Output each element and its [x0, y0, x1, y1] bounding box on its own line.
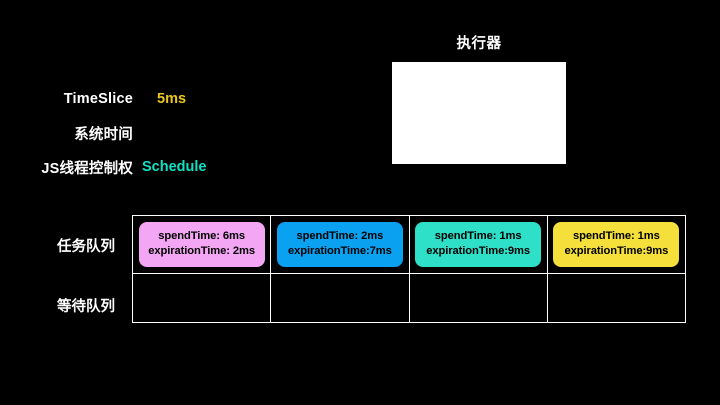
task-card-expiration-time: expirationTime:9ms	[564, 245, 669, 257]
queue-label-waiting: 等待队列	[57, 299, 115, 315]
task-card-spend-time: spendTime: 1ms	[434, 230, 522, 242]
status-row-system-time: 系统时间	[0, 116, 400, 150]
task-card[interactable]: spendTime: 1ms expirationTime:9ms	[415, 222, 542, 267]
task-card-spend-time: spendTime: 6ms	[158, 230, 245, 242]
waiting-queue-cell[interactable]	[271, 274, 410, 322]
waiting-queue-row	[133, 273, 685, 322]
task-queue-cell[interactable]: spendTime: 1ms expirationTime:9ms	[410, 216, 548, 273]
status-value-js-thread-control: Schedule	[142, 159, 207, 175]
executor-panel: 执行器	[392, 32, 566, 164]
status-readout-list: TimeSlice 5ms 系统时间 JS线程控制权 Schedule	[0, 82, 400, 184]
task-card[interactable]: spendTime: 1ms expirationTime:9ms	[553, 222, 680, 267]
task-card-spend-time: spendTime: 1ms	[573, 230, 660, 242]
task-card-expiration-time: expirationTime:9ms	[426, 245, 530, 257]
task-queue-cell[interactable]: spendTime: 6ms expirationTime: 2ms	[133, 216, 272, 273]
waiting-queue-cell[interactable]	[133, 274, 272, 322]
executor-title: 执行器	[456, 36, 502, 52]
status-row-js-thread-control: JS线程控制权 Schedule	[0, 150, 400, 184]
queue-table: spendTime: 6ms expirationTime: 2ms spend…	[132, 215, 686, 323]
task-queue-cell[interactable]: spendTime: 1ms expirationTime:9ms	[548, 216, 685, 273]
executor-display-box	[392, 62, 566, 164]
queue-label-task: 任务队列	[57, 239, 115, 255]
waiting-queue-cell[interactable]	[548, 274, 685, 322]
task-card-spend-time: spendTime: 2ms	[296, 230, 384, 242]
task-card[interactable]: spendTime: 6ms expirationTime: 2ms	[138, 222, 265, 267]
queue-label-group: 任务队列 等待队列	[0, 215, 133, 323]
status-value-timeslice: 5ms	[157, 91, 187, 107]
status-label-timeslice: TimeSlice	[63, 91, 133, 107]
status-row-timeslice: TimeSlice 5ms	[0, 82, 400, 116]
task-card-expiration-time: expirationTime: 2ms	[148, 245, 255, 257]
task-card-expiration-time: expirationTime:7ms	[288, 245, 392, 257]
task-card[interactable]: spendTime: 2ms expirationTime:7ms	[276, 222, 403, 267]
status-label-js-thread-control: JS线程控制权	[41, 160, 133, 177]
executor-box-content	[392, 62, 566, 164]
waiting-queue-cell[interactable]	[410, 274, 548, 322]
task-queue-row: spendTime: 6ms expirationTime: 2ms spend…	[133, 216, 685, 273]
task-queue-cell[interactable]: spendTime: 2ms expirationTime:7ms	[271, 216, 410, 273]
status-label-system-time: 系统时间	[74, 126, 133, 143]
